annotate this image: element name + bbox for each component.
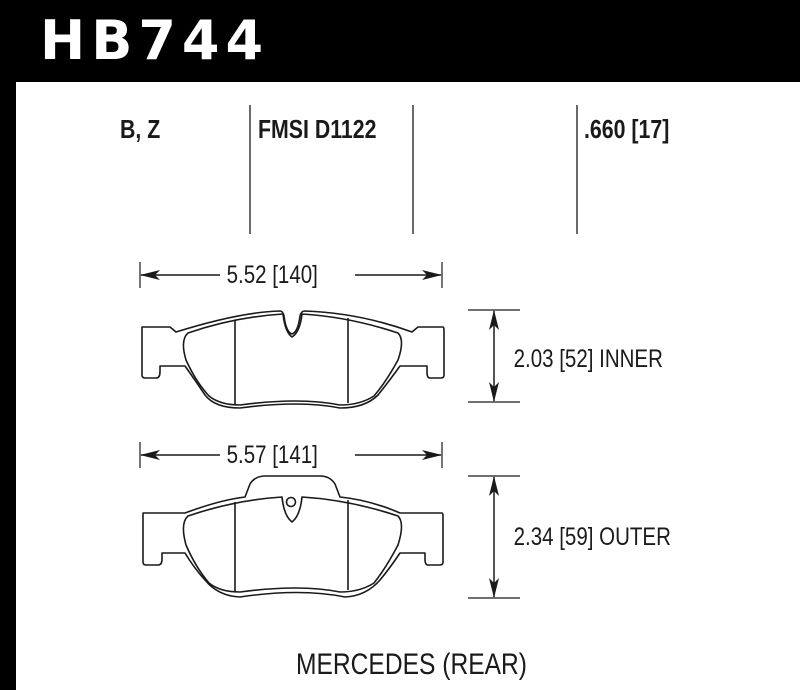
- part-number: HB744: [40, 9, 270, 72]
- header-band: HB744: [0, 0, 800, 82]
- thickness-label: .660 [17]: [584, 114, 670, 144]
- divider-line-1: [249, 105, 251, 234]
- outer-pad-outline: [142, 475, 444, 598]
- outer-height-dimension: [468, 475, 520, 599]
- inner-width-label: 5.52 [140]: [225, 261, 320, 289]
- application-title: MERCEDES (REAR): [296, 648, 527, 681]
- outer-height-label: 2.34 [59] OUTER: [512, 523, 673, 551]
- left-border-strip: [0, 82, 16, 690]
- divider-line-3: [576, 105, 578, 234]
- compound-label: B, Z: [120, 114, 161, 144]
- outer-width-label: 5.57 [141]: [225, 441, 320, 469]
- fmsi-label: FMSI D1122: [258, 114, 377, 144]
- outer-width-dimension: [139, 442, 443, 468]
- divider-line-2: [412, 105, 414, 234]
- inner-pad-outline: [141, 310, 445, 409]
- inner-height-label: 2.03 [52] INNER: [512, 345, 665, 373]
- inner-width-dimension: [139, 262, 443, 288]
- inner-height-dimension: [468, 309, 520, 403]
